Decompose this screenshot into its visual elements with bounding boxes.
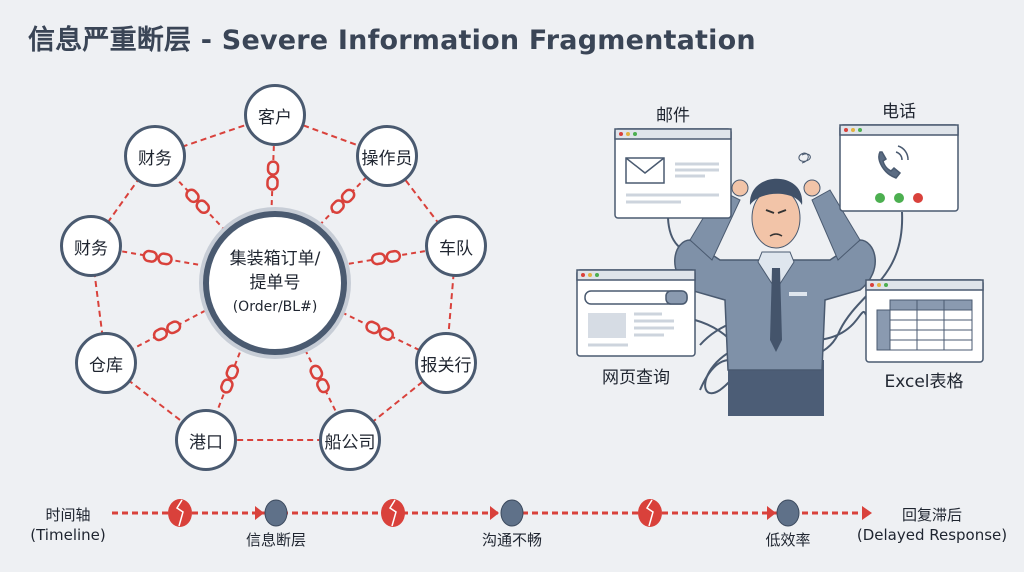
search-icon [665, 290, 688, 305]
stage-label: 信息断层 [245, 531, 307, 549]
broken-chain-icon [220, 364, 240, 394]
stakeholder-node: 财务 [60, 215, 122, 277]
break-icon [638, 499, 662, 527]
stakeholder-node: 操作员 [356, 125, 418, 187]
center-label-1: 集装箱订单/ [229, 249, 321, 269]
timeline-end-sub: (Delayed Response) [856, 526, 1008, 544]
broken-chain-icon [142, 249, 173, 266]
excel-window [865, 279, 984, 363]
stakeholder-node: 客户 [244, 84, 306, 146]
center-label-3: (Order/BL#) [232, 299, 318, 315]
page-title: 信息严重断层 - Severe Information Fragmentatio… [28, 25, 756, 56]
break-icon [168, 499, 192, 527]
dashed-ring [89, 113, 458, 441]
stakeholder-node: 船公司 [319, 409, 381, 471]
stakeholder-node: 报关行 [415, 332, 477, 394]
email-label: 邮件 [656, 106, 690, 126]
stakeholder-node: 财务 [124, 125, 186, 187]
excel-label: Excel表格 [884, 372, 964, 392]
stage-label: 低效率 [765, 531, 811, 549]
person-icon [674, 152, 876, 416]
broken-chain-icon [365, 320, 394, 341]
center-label-2: 提单号 [249, 273, 301, 293]
spreadsheet-icon [876, 299, 973, 351]
timeline-start-sub: (Timeline) [30, 526, 106, 544]
broken-chain-icon [185, 188, 211, 215]
stage-markers [264, 499, 800, 527]
email-window [614, 128, 732, 219]
stage-label: 沟通不畅 [481, 531, 543, 549]
web-window [576, 269, 696, 357]
web-label: 网页查询 [602, 368, 670, 388]
phone-window [839, 124, 959, 212]
phone-icon [878, 151, 902, 179]
broken-link-markers [168, 499, 662, 527]
stakeholder-node: 仓库 [75, 332, 137, 394]
broken-chain-icon [152, 320, 182, 342]
timeline-arrows [255, 506, 872, 520]
broken-chain-icon [330, 188, 356, 214]
stakeholder-node: 港口 [175, 409, 237, 471]
break-icon [381, 499, 405, 527]
broken-chain-icon [370, 249, 402, 266]
timeline-end: 回复滞后 (Delayed Response) [857, 505, 1007, 545]
stakeholder-node: 车队 [425, 215, 487, 277]
center-order-node: 集装箱订单/ 提单号 (Order/BL#) [203, 211, 347, 355]
timeline-start-label: 时间轴 [45, 506, 91, 524]
broken-chain-icon [266, 160, 280, 191]
timeline-start: 时间轴 (Timeline) [30, 505, 105, 545]
spoke-line [268, 276, 447, 364]
phone-label: 电话 [882, 102, 916, 122]
timeline-end-label: 回复滞后 [901, 506, 962, 524]
